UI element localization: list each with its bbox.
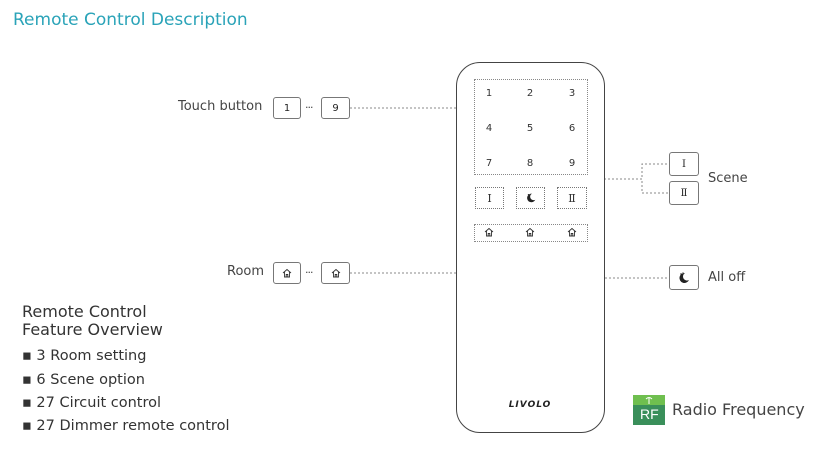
feature-item: ▪ 6 Scene option — [22, 372, 145, 388]
feature-item: ▪ 3 Room setting — [22, 348, 147, 364]
keypad-key: 1 — [485, 88, 493, 99]
touch-keypad-panel — [474, 79, 588, 175]
touch-key-1-icon: 1 — [273, 97, 301, 119]
room-key-first-icon — [273, 262, 301, 284]
rf-logo-icon — [633, 395, 665, 425]
overview-heading: Remote Control Feature Overview — [22, 303, 163, 339]
home-icon — [520, 227, 540, 240]
home-icon — [562, 227, 582, 240]
remote-all-off-moon-icon — [516, 187, 545, 209]
touch-button-label: Touch button — [178, 99, 263, 114]
remote-scene-2-button: Ⅱ — [557, 187, 587, 209]
rf-abbr: RF — [640, 406, 659, 422]
overview-heading-line2: Feature Overview — [22, 320, 163, 339]
scene-2-icon: Ⅱ — [669, 181, 699, 205]
keypad-key: 6 — [568, 123, 576, 134]
rf-label: Radio Frequency — [672, 400, 805, 419]
room-label: Room — [227, 264, 265, 279]
brand-logo: LIVOLO — [508, 400, 552, 410]
room-key-last-icon — [321, 262, 350, 284]
feature-item: ▪ 27 Dimmer remote control — [22, 418, 230, 434]
overview-heading-line1: Remote Control — [22, 302, 147, 321]
remote-control-body — [456, 62, 605, 433]
scene-1-icon: Ⅰ — [669, 152, 699, 176]
room-keys-panel — [474, 224, 588, 242]
keypad-key: 2 — [526, 88, 534, 99]
remote-scene-1-button: Ⅰ — [475, 187, 504, 209]
keypad-key: 9 — [568, 158, 576, 169]
touch-key-9-icon: 9 — [321, 97, 350, 119]
all-off-label: All off — [708, 270, 746, 285]
ellipsis: ··· — [305, 101, 313, 114]
keypad-key: 3 — [568, 88, 576, 99]
feature-item: ▪ 27 Circuit control — [22, 395, 162, 411]
all-off-moon-icon — [669, 265, 699, 290]
keypad-key: 7 — [485, 158, 493, 169]
keypad-key: 8 — [526, 158, 534, 169]
keypad-key: 4 — [485, 123, 493, 134]
home-icon — [479, 227, 499, 240]
scene-label: Scene — [708, 171, 748, 186]
ellipsis: ··· — [305, 266, 313, 279]
page-title: Remote Control Description — [13, 10, 248, 30]
keypad-key: 5 — [526, 123, 534, 134]
